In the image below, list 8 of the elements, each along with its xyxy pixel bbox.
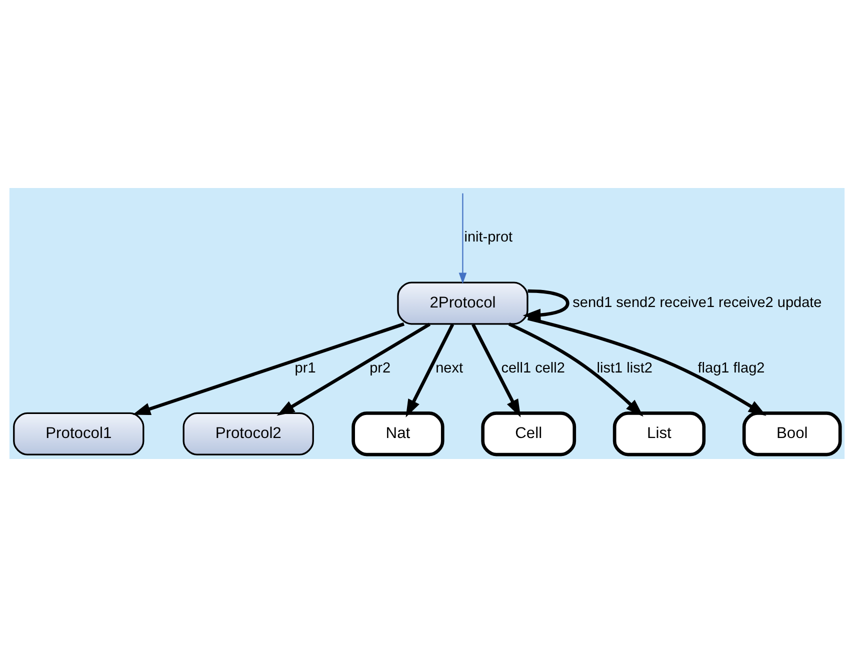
edge-label: next xyxy=(435,360,463,376)
edge-label: init-prot xyxy=(464,229,512,246)
edge-label: pr2 xyxy=(369,360,390,376)
edge-label: flag1 flag2 xyxy=(697,360,764,376)
edge-label: pr1 xyxy=(294,360,316,376)
edge-label: cell1 cell2 xyxy=(500,360,564,376)
edge-label: send1 send2 receive1 receive2 update xyxy=(572,294,822,311)
edge-label: list1 list2 xyxy=(596,360,652,376)
